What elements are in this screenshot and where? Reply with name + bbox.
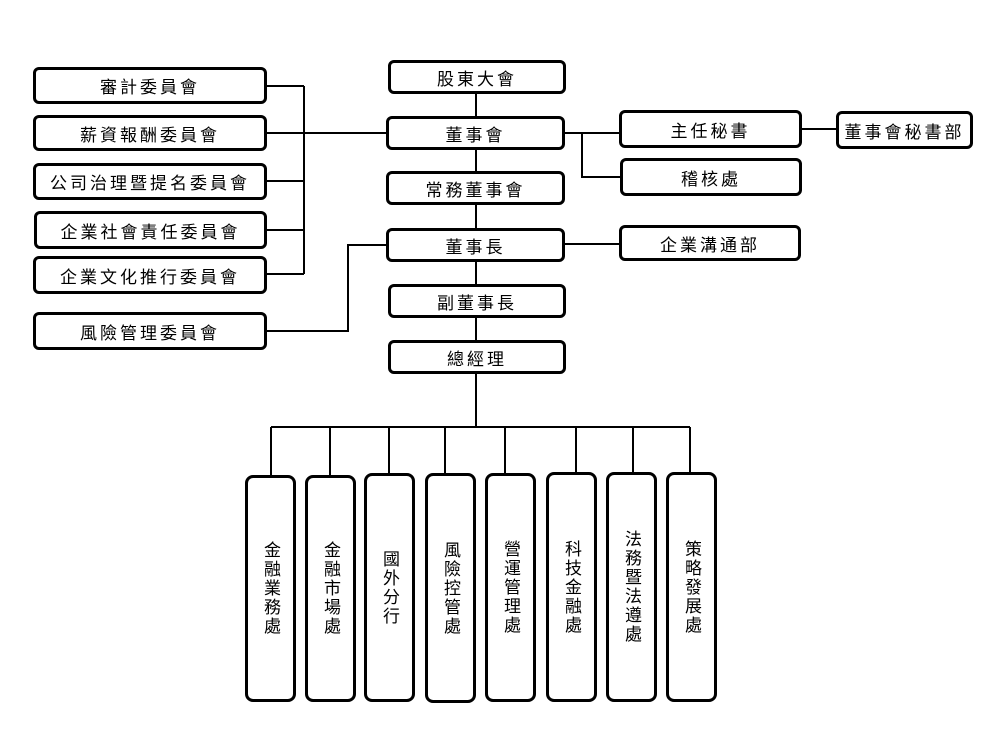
box-label: 營運管理處: [500, 540, 520, 635]
dept-fintech[interactable]: 科技金融處: [546, 472, 597, 702]
box-label: 總經理: [447, 349, 507, 370]
committee-csr[interactable]: 企業社會責任委員會: [34, 211, 267, 249]
box-label: 審計委員會: [100, 78, 200, 98]
box-label: 董事會秘書部: [844, 122, 965, 143]
connector-departments: [270, 426, 691, 476]
committee-culture[interactable]: 企業文化推行委員會: [33, 256, 267, 294]
node-corporate-communications[interactable]: 企業溝通部: [619, 225, 801, 261]
connector-risk-committee: [267, 244, 388, 332]
dept-financial-markets[interactable]: 金融市場處: [305, 475, 356, 702]
dept-risk-control[interactable]: 風險控管處: [425, 473, 476, 703]
connector-committees: [267, 85, 388, 275]
dept-operations-management[interactable]: 營運管理處: [485, 473, 536, 702]
node-president[interactable]: 總經理: [388, 340, 566, 374]
box-label: 國外分行: [379, 549, 399, 626]
box-label: 金融業務處: [260, 541, 280, 636]
box-label: 股東大會: [437, 69, 517, 90]
node-audit-office[interactable]: 稽核處: [620, 158, 802, 196]
box-label: 公司治理暨提名委員會: [50, 174, 250, 194]
node-chairman[interactable]: 董事長: [386, 228, 565, 262]
box-label: 企業社會責任委員會: [60, 222, 241, 243]
box-label: 主任秘書: [670, 121, 751, 142]
committee-remuneration[interactable]: 薪資報酬委員會: [33, 115, 267, 151]
box-label: 常務董事會: [425, 180, 526, 201]
dept-financial-business[interactable]: 金融業務處: [245, 475, 296, 702]
node-chief-secretary[interactable]: 主任秘書: [619, 110, 802, 148]
box-label: 風險控管處: [440, 540, 460, 636]
node-board-of-directors[interactable]: 董事會: [386, 116, 565, 150]
node-vice-chairman[interactable]: 副董事長: [388, 284, 566, 318]
box-label: 董事長: [445, 237, 506, 258]
committee-risk-management[interactable]: 風險管理委員會: [33, 312, 267, 350]
box-label: 法務暨法遵處: [621, 530, 641, 644]
node-executive-board[interactable]: 常務董事會: [386, 171, 565, 205]
box-label: 企業文化推行委員會: [60, 267, 240, 288]
box-label: 金融市場處: [320, 541, 340, 636]
box-label: 副董事長: [437, 293, 517, 314]
box-label: 科技金融處: [561, 539, 581, 635]
node-board-secretariat[interactable]: 董事會秘書部: [836, 111, 973, 149]
dept-legal-compliance[interactable]: 法務暨法遵處: [606, 472, 657, 702]
box-label: 風險管理委員會: [80, 323, 220, 344]
node-shareholders-meeting[interactable]: 股東大會: [388, 60, 566, 94]
box-label: 薪資報酬委員會: [80, 125, 220, 146]
committee-audit[interactable]: 審計委員會: [33, 67, 267, 104]
box-label: 策略發展處: [681, 539, 701, 635]
box-label: 董事會: [445, 125, 506, 146]
connector-board-right: [565, 128, 836, 178]
box-label: 企業溝通部: [660, 235, 760, 256]
committee-governance-nomination[interactable]: 公司治理暨提名委員會: [33, 163, 267, 200]
box-label: 稽核處: [681, 169, 741, 190]
dept-strategy-development[interactable]: 策略發展處: [666, 472, 717, 702]
dept-overseas-branches[interactable]: 國外分行: [364, 473, 415, 702]
